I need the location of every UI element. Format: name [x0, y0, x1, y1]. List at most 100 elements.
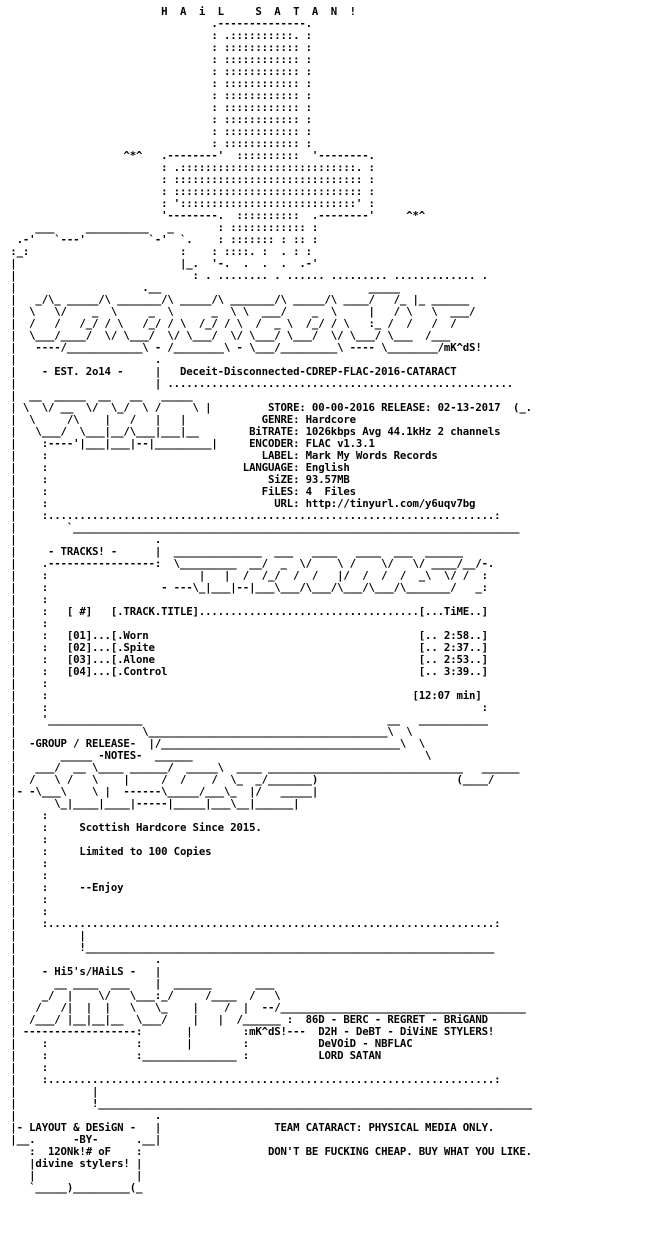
nfo-line: | :	[4, 593, 48, 606]
nfo-line: ___ __________ _ : :::::::::::: :	[4, 221, 319, 234]
nfo-line: | .	[4, 1109, 162, 1122]
nfo-line: | : :_______________ : LORD SATAN	[4, 1049, 382, 1062]
nfo-line: : '::::::::::::::::::::::::::::' :	[4, 197, 375, 210]
nfo-line: |__. -BY- .__|	[4, 1133, 162, 1146]
nfo-line: | :	[4, 677, 48, 690]
nfo-line: : 12ONk!# oF : DON'T BE FUCKING CHEAP. B…	[4, 1145, 532, 1158]
nfo-line: | :	[4, 857, 48, 870]
nfo-line: | :	[4, 905, 48, 918]
nfo-line: | : Scottish Hardcore Since 2015.	[4, 821, 262, 834]
nfo-line: | | ....................................…	[4, 377, 514, 390]
nfo-line: | '_______________ __ ___________	[4, 713, 488, 726]
nfo-line: | : FiLES: 4 Files	[4, 485, 356, 498]
nfo-document: H A i L S A T A N ! .--------------. : .…	[4, 5, 532, 1194]
nfo-line: : :::::::::::: :	[4, 125, 312, 138]
nfo-line: | :	[4, 617, 48, 630]
nfo-line: | -GROUP / RELEASE- |/__________________…	[4, 737, 426, 750]
nfo-line: | : [01]...[.Worn [.. 2:58..]	[4, 629, 488, 642]
nfo-line: .-' `---' `-' `. : ::::::: : :: :	[4, 233, 319, 246]
nfo-line: : :::::::::::: :	[4, 53, 312, 66]
nfo-line: : :::::::::::: :	[4, 89, 312, 102]
nfo-line: | :	[4, 869, 48, 882]
nfo-line: | / /| | | \ \_ | / | --/_______________…	[4, 1001, 526, 1014]
nfo-line: | :.....................................…	[4, 509, 501, 522]
nfo-line: | : [12:07 min]	[4, 689, 482, 702]
nfo-line: : :::::::::::: :	[4, 77, 312, 90]
nfo-line: | \ \/ __ \/ \_/ \ / \ | STORE: 00-00-20…	[4, 401, 532, 414]
nfo-line: | !_____________________________________…	[4, 1097, 532, 1110]
nfo-line: | : [02]...[.Spite [.. 2:37..]	[4, 641, 488, 654]
nfo-line: | __ ____ ___ | ______ ___	[4, 977, 275, 990]
nfo-line: | : URL: http://tinyurl.com/y6uqv7bg	[4, 497, 476, 510]
nfo-line: | : [ #] [.TRACK.TITLE].................…	[4, 605, 488, 618]
nfo-line: : :::::::::::: :	[4, 101, 312, 114]
nfo-line: : :::::::::::::::::::::::::::::: :	[4, 173, 375, 186]
nfo-line: | : :	[4, 701, 488, 714]
nfo-line: | |	[4, 929, 86, 942]
nfo-line: | |	[4, 1085, 99, 1098]
nfo-line: | - TRACKS! - | ______________ ___ ____ …	[4, 545, 463, 558]
nfo-line: | :	[4, 1061, 48, 1074]
nfo-line: | :----'|___|___|--|_________| ENCODER: …	[4, 437, 375, 450]
nfo-line: : :::::::::::: :	[4, 137, 312, 150]
nfo-line: | : Limited to 100 Copies	[4, 845, 212, 858]
nfo-line: | :.....................................…	[4, 1073, 501, 1086]
nfo-line: | / \ / \ | / / / \_ _/_______) (____/	[4, 773, 495, 786]
nfo-line: | /___/ |__|__|__ \___/ | | /______ : 86…	[4, 1013, 488, 1026]
nfo-line: | .	[4, 353, 162, 366]
nfo-line: '--------. :::::::::: .--------' ^*^	[4, 209, 426, 222]
nfo-line: | ___/ __ \____ ______/ _____\ ____ ____…	[4, 761, 520, 774]
nfo-line: | \___/____/ \/ \___/ \/ \___/ \/ \___/ …	[4, 329, 451, 342]
nfo-line: | :	[4, 833, 48, 846]
nfo-line: | \ \/ _ \ _ \ _ \ \ ___/ _ \ | / \ \ __…	[4, 305, 476, 318]
nfo-line: | - EST. 2o14 - | Deceit-Disconnected-CD…	[4, 365, 457, 378]
nfo-line: | :	[4, 809, 48, 822]
nfo-line: | |_. '-. . . . .-'	[4, 257, 319, 270]
nfo-line: |divine stylers! |	[4, 1157, 143, 1170]
nfo-line: | :.....................................…	[4, 917, 501, 930]
nfo-line: | : [03]...[.Alone [.. 2:53..]	[4, 653, 488, 666]
nfo-line: | |	[4, 1169, 143, 1182]
nfo-line: | ------------------: | :mK^dS!--- D2H -…	[4, 1025, 495, 1038]
nfo-line: | : - ---\_|___|--|___\___/\___/\___/\__…	[4, 581, 488, 594]
nfo-line: | `_____________________________________…	[4, 521, 520, 534]
nfo-line: : .::::::::::::::::::::::::::::. :	[4, 161, 375, 174]
nfo-line: : :::::::::::::::::::::::::::::: :	[4, 185, 375, 198]
nfo-line: |- -\___\ \ | ------\_____/___\_ |/ ____…	[4, 785, 319, 798]
nfo-line: | _____ -NOTES- ______ \	[4, 749, 432, 762]
nfo-line: : :::::::::::: :	[4, 113, 312, 126]
nfo-line: | .	[4, 533, 162, 546]
nfo-line: : .::::::::::. :	[4, 29, 312, 42]
nfo-line: | .__ _____	[4, 281, 400, 294]
nfo-line: | : | | / /_/ / / |/ / / / _\ \/ / :	[4, 569, 488, 582]
nfo-line: |- LAYOUT & DESiGN - | TEAM CATARACT: PH…	[4, 1121, 495, 1134]
nfo-line: | : : | : DeVOiD - NBFLAC	[4, 1037, 413, 1050]
nfo-line: | ----/____________\ - /________\ - \___…	[4, 341, 482, 354]
nfo-line: :_: : : ::::. : . : :	[4, 245, 312, 258]
nfo-line: | : SiZE: 93.57MB	[4, 473, 350, 486]
nfo-line: | - Hi5's/HAiLS - |	[4, 965, 162, 978]
nfo-line: H A i L S A T A N !	[4, 5, 356, 18]
nfo-line: | / / /_/ / \ /_/ / \ /_/ / \ / _ \ /_/ …	[4, 317, 457, 330]
nfo-line: : :::::::::::: :	[4, 65, 312, 78]
nfo-line: | .-----------------: \_________ __/ _ \…	[4, 557, 495, 570]
nfo-line: .--------------.	[4, 17, 312, 30]
nfo-line: `_____)_________(_	[4, 1181, 143, 1194]
nfo-line: | : LANGUAGE: English	[4, 461, 350, 474]
nfo-line: | _/ | \/ \___:_/ /____ / \	[4, 989, 281, 1002]
nfo-line: | : LABEL: Mark My Words Records	[4, 449, 438, 462]
nfo-line: ^*^ .--------' :::::::::: '--------.	[4, 149, 375, 162]
nfo-line: | __ _____ __ __ _____	[4, 389, 193, 402]
nfo-line: : :::::::::::: :	[4, 41, 312, 54]
nfo-line: | \ /\ | / | | GENRE: Hardcore	[4, 413, 356, 426]
nfo-line: | _/\_ _____/\ _______/\ _____/\ _______…	[4, 293, 470, 306]
nfo-line: | !_____________________________________…	[4, 941, 495, 954]
nfo-line: | : . ........ . ...... ......... ......…	[4, 269, 488, 282]
nfo-line: | \_|____|____|-----|_____|___\__|______…	[4, 797, 300, 810]
nfo-line: | \___/ \___|__/\___|___|__ BiTRATE: 102…	[4, 425, 501, 438]
nfo-line: | .	[4, 953, 162, 966]
nfo-line: | :	[4, 893, 48, 906]
nfo-line: | : [04]...[.Control [.. 3:39..]	[4, 665, 488, 678]
nfo-line: | : --Enjoy	[4, 881, 124, 894]
nfo-line: | \_____________________________________…	[4, 725, 413, 738]
